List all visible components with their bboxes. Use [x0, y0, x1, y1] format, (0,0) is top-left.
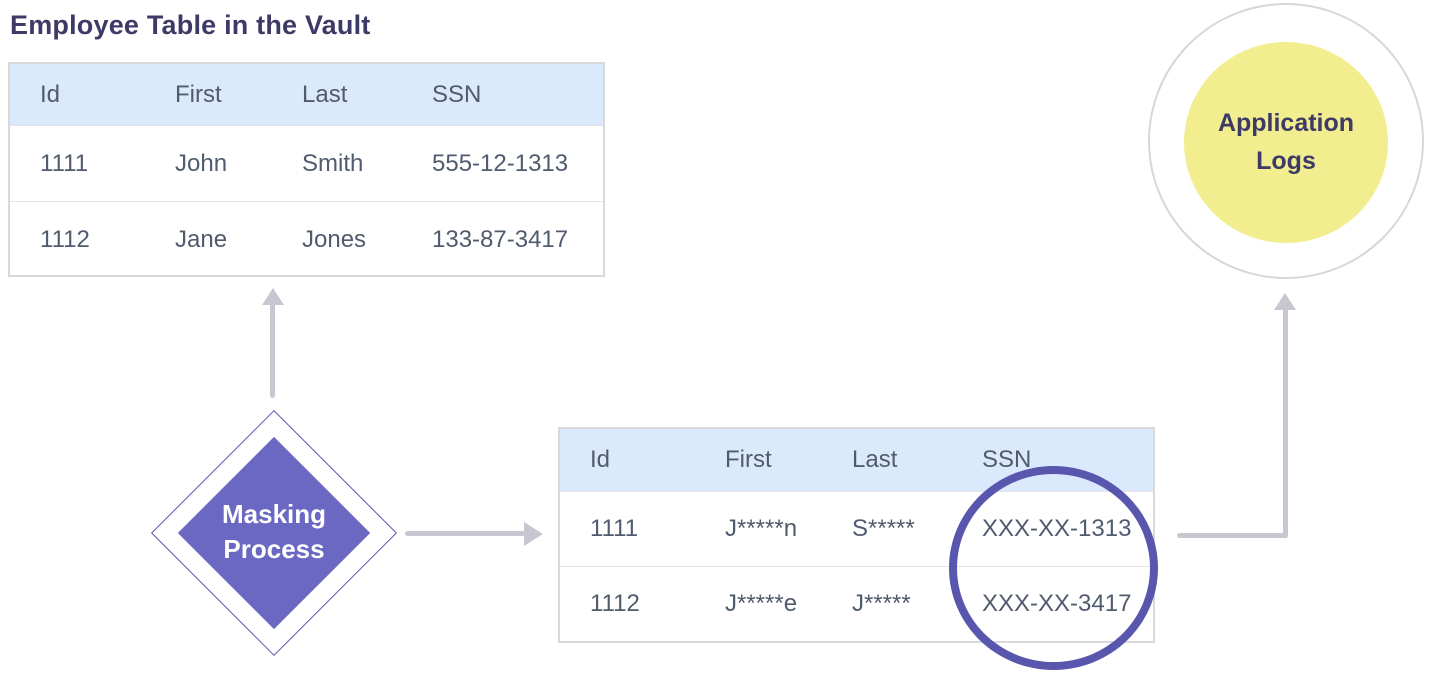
cell-first: John — [175, 149, 228, 177]
cell-id: 1111 — [590, 515, 639, 542]
column-header-id: Id — [40, 80, 61, 108]
cell-last: Smith — [302, 149, 364, 177]
masking-process-label: Masking Process — [221, 499, 327, 565]
table-row: 1112 Jane Jones 133-87-3417 — [10, 201, 603, 277]
column-header-first: First — [725, 446, 772, 473]
cell-last-masked: S***** — [852, 515, 915, 542]
cell-ssn: 133-87-3417 — [432, 225, 569, 253]
cell-last: Jones — [302, 225, 367, 253]
column-header-id: Id — [590, 446, 611, 473]
arrow-shaft — [405, 531, 525, 536]
cell-id: 1112 — [590, 590, 640, 617]
column-header-ssn: SSN — [982, 446, 1032, 473]
column-header-last: Last — [302, 80, 348, 108]
application-logs-label: Application Logs — [1217, 109, 1355, 175]
table-row: 1111 John Smith 555-12-1313 — [10, 125, 603, 201]
arrow-up-icon — [262, 288, 284, 305]
arrow-up-icon — [1274, 293, 1296, 310]
column-header-last: Last — [852, 446, 898, 473]
cell-first-masked: J*****n — [725, 515, 798, 542]
cell-id: 1112 — [40, 225, 90, 253]
cell-last-masked: J***** — [852, 590, 911, 617]
cell-ssn: 555-12-1313 — [432, 149, 569, 177]
arrow-right-icon — [524, 522, 543, 546]
arrow-shaft-vertical — [1283, 305, 1288, 538]
arrow-shaft-horizontal — [1177, 533, 1288, 538]
cell-first-masked: J*****e — [725, 590, 798, 617]
arrow-shaft — [270, 300, 275, 398]
column-header-ssn: SSN — [432, 80, 482, 108]
cell-id: 1111 — [40, 149, 89, 177]
masked-table-header: Id First Last SSN — [560, 429, 1153, 491]
logs-circle: Application Logs — [1184, 42, 1388, 243]
vault-table: Id First Last SSN 1111 John Smith 555-12… — [8, 62, 605, 277]
ssn-highlight-ellipse — [949, 466, 1158, 670]
column-header-first: First — [175, 80, 222, 108]
cell-first: Jane — [175, 225, 228, 253]
diagram-title: Employee Table in the Vault — [10, 10, 371, 40]
vault-table-header: Id First Last SSN — [10, 64, 603, 125]
